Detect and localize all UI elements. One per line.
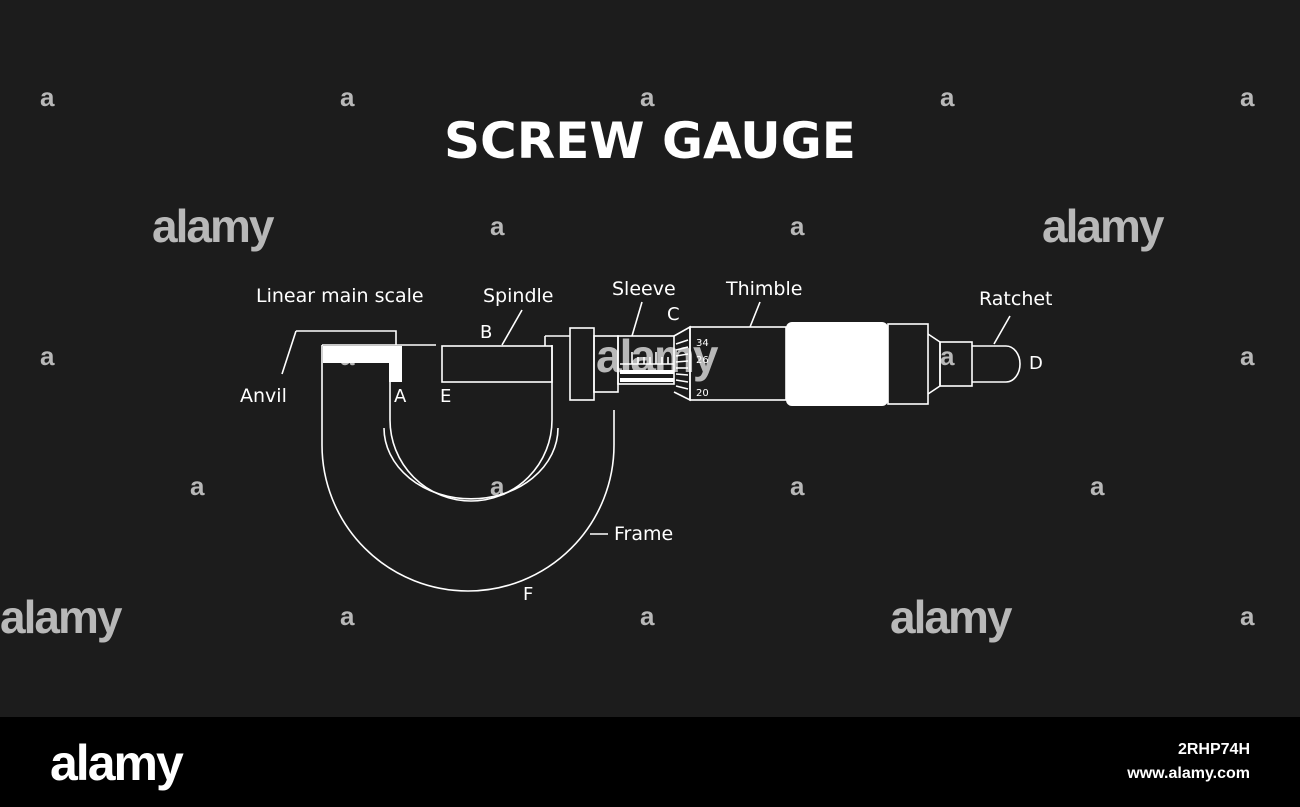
label-anvil: Anvil	[240, 385, 287, 407]
watermark-small: a	[1090, 471, 1105, 501]
watermark-small: a	[1240, 601, 1255, 631]
watermark-big: alamy	[152, 200, 275, 252]
watermark-small: a	[490, 211, 505, 241]
label-thimble: Thimble	[725, 278, 802, 300]
label-sleeve: Sleeve	[612, 278, 676, 300]
footer: alamy 2RHP74H www.alamy.com	[0, 717, 1300, 807]
thimble-scale-mark: 20	[696, 388, 709, 399]
watermark-small: a	[790, 471, 805, 501]
watermark-small: a	[790, 211, 805, 241]
label-frame: Frame	[614, 523, 673, 545]
watermark-small: a	[490, 471, 505, 501]
watermark-small: a	[1240, 82, 1255, 112]
letter-a: A	[394, 386, 407, 407]
letter-c: C	[667, 304, 680, 325]
watermark-big: alamy	[890, 591, 1013, 643]
watermark-small: a	[40, 341, 55, 371]
spindle	[441, 335, 570, 383]
watermark-small: a	[190, 471, 205, 501]
watermark-small: a	[940, 341, 955, 371]
watermark-small: a	[340, 82, 355, 112]
watermark-small: a	[640, 601, 655, 631]
diagram-title: SCREW GAUGE	[444, 112, 856, 170]
watermark-big: alamy	[0, 591, 123, 643]
letter-f: F	[523, 584, 533, 605]
watermark-small: a	[340, 601, 355, 631]
watermark-small: a	[940, 82, 955, 112]
label-linear-main-scale: Linear main scale	[256, 285, 424, 307]
thimble-scale-mark: 34	[696, 338, 709, 349]
footer-logo: alamy	[50, 735, 184, 791]
label-ratchet: Ratchet	[979, 288, 1053, 310]
ratchet	[927, 333, 1021, 395]
lock-ring	[569, 327, 595, 401]
watermark-small: a	[640, 82, 655, 112]
watermark-big: alamy	[1042, 200, 1165, 252]
footer-url: www.alamy.com	[1126, 765, 1250, 782]
watermark-small: a	[1240, 341, 1255, 371]
watermark-small: a	[40, 82, 55, 112]
sleeve	[593, 335, 675, 393]
thimble: 34 26 20	[673, 322, 929, 406]
letter-b: B	[480, 322, 492, 343]
leader-lines	[281, 301, 1011, 535]
letter-e: E	[440, 386, 451, 407]
anvil	[296, 330, 402, 382]
footer-image-id: 2RHP74H	[1178, 741, 1250, 758]
frame	[321, 344, 615, 592]
letter-d: D	[1029, 353, 1043, 374]
thimble-scale-mark: 26	[696, 355, 709, 366]
label-spindle: Spindle	[483, 285, 553, 307]
